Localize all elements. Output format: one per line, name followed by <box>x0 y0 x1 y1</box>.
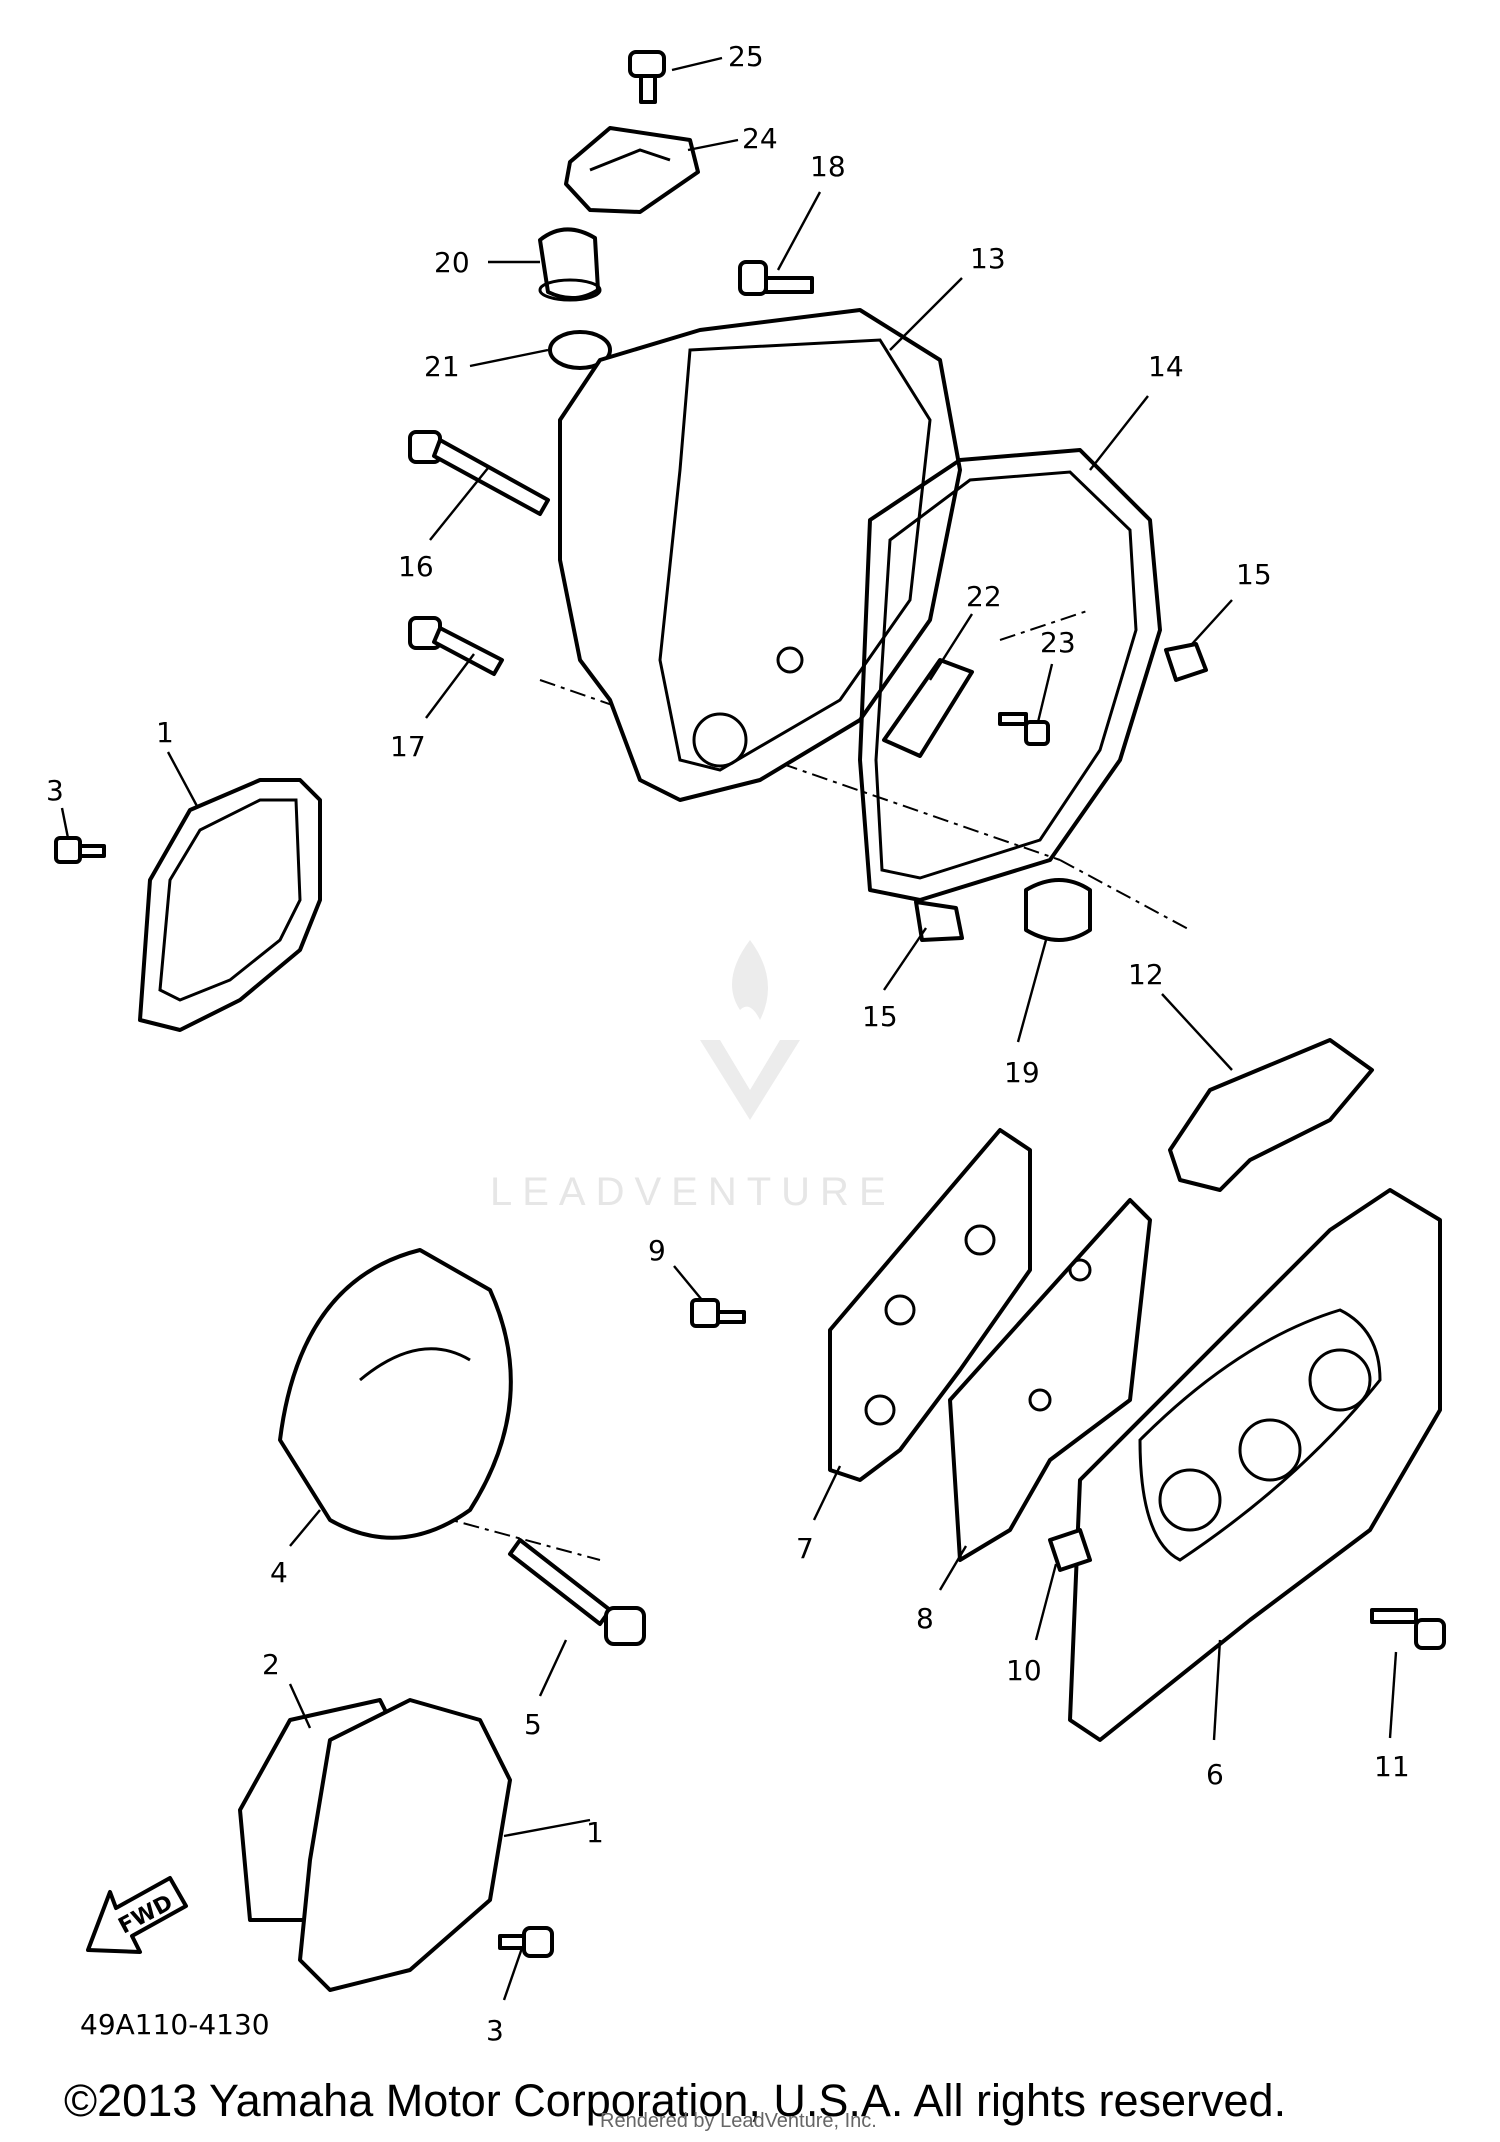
callout-24: 24 <box>742 122 778 155</box>
callout-10: 10 <box>1006 1654 1042 1687</box>
bolt-5 <box>508 1538 646 1646</box>
callout-11: 11 <box>1374 1750 1410 1783</box>
copyright-notice: ©2013 Yamaha Motor Corporation, U.S.A. A… <box>64 2075 1287 2126</box>
callout-15b: 15 <box>862 1000 898 1033</box>
cover-1 <box>138 778 322 1032</box>
callout-22: 22 <box>966 580 1002 613</box>
bolt-16 <box>408 430 550 516</box>
render-note: Rendered by LeadVenture, Inc. <box>600 2110 877 2132</box>
callout-1: 1 <box>156 716 174 749</box>
callout-25: 25 <box>728 40 764 73</box>
dowel-10 <box>1048 1528 1092 1572</box>
plate-7 <box>828 1128 1032 1482</box>
assembly-line <box>539 679 1061 861</box>
callout-19: 19 <box>1004 1056 1040 1089</box>
bolt-25 <box>628 50 666 104</box>
assembly-line <box>1059 859 1191 931</box>
watermark: LEADVENTURE <box>490 1170 896 1214</box>
callout-23: 23 <box>1040 626 1076 659</box>
screw-9 <box>690 1298 746 1328</box>
o-ring-21 <box>548 330 612 370</box>
callout-3: 3 <box>46 774 64 807</box>
callout-2: 2 <box>262 1648 280 1681</box>
callout-15: 15 <box>1236 558 1272 591</box>
plate-24 <box>564 126 700 214</box>
plug-19 <box>1024 878 1092 942</box>
screw-11 <box>1370 1608 1446 1650</box>
sprocket-cover-6 <box>1068 1188 1442 1742</box>
dowel-pin-15 <box>914 900 964 942</box>
leadventure-logo-icon <box>700 940 800 1120</box>
screw-3-bottom <box>498 1926 554 1958</box>
bolt-18 <box>738 260 814 296</box>
callout-21: 21 <box>424 350 460 383</box>
callout-9: 9 <box>648 1234 666 1267</box>
gasket-14 <box>858 448 1162 902</box>
assembly-line <box>999 609 1091 641</box>
callout-1b: 1 <box>586 1816 604 1849</box>
plate-8 <box>948 1198 1152 1562</box>
screw-3 <box>54 836 106 864</box>
callout-3b: 3 <box>486 2014 504 2047</box>
callout-16: 16 <box>398 550 434 583</box>
callouts: 25 24 18 20 13 21 14 16 15 22 23 17 1 3 … <box>46 40 1410 2047</box>
callout-18: 18 <box>810 150 846 183</box>
bracket-12 <box>1168 1038 1374 1192</box>
callout-14: 14 <box>1148 350 1184 383</box>
callout-20: 20 <box>434 246 470 279</box>
dowel-pin-15 <box>1164 642 1208 682</box>
plate-22 <box>882 658 974 758</box>
callout-4: 4 <box>270 1556 288 1589</box>
screw-23 <box>998 712 1050 746</box>
fwd-arrow-icon: FWD <box>86 1876 188 1954</box>
callout-5: 5 <box>524 1708 542 1741</box>
reference-code: 49A110-4130 <box>80 2008 270 2041</box>
oil-cap-20 <box>538 227 602 302</box>
callout-8: 8 <box>916 1602 934 1635</box>
cover-4 <box>278 1248 513 1540</box>
cover-1-bottom <box>298 1698 512 1992</box>
callout-17: 17 <box>390 730 426 763</box>
leader-lines <box>60 56 1398 2001</box>
callout-6: 6 <box>1206 1758 1224 1791</box>
bolt-17 <box>408 616 504 676</box>
callout-7: 7 <box>796 1532 814 1565</box>
callout-13: 13 <box>970 242 1006 275</box>
callout-12: 12 <box>1128 958 1164 991</box>
